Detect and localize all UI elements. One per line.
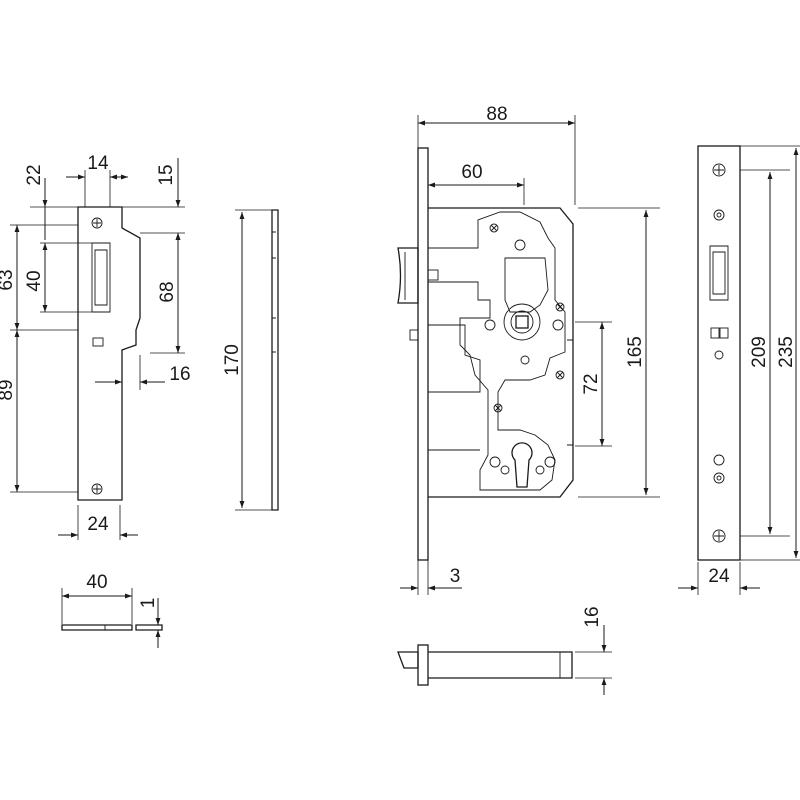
cylinder-profile-icon <box>511 442 533 488</box>
screw-hole-icon <box>91 483 103 495</box>
strike-side-view: 170 <box>222 209 279 511</box>
dim-14: 14 <box>87 153 109 174</box>
strike-bolt-slot <box>92 337 104 347</box>
dim-170: 170 <box>222 344 243 376</box>
lock-case-view <box>397 147 574 561</box>
dim-40-plate: 40 <box>86 572 107 593</box>
screw-icon <box>555 370 565 380</box>
dim-24-faceplate: 24 <box>708 566 730 587</box>
dim-165: 165 <box>625 336 646 368</box>
screw-icon <box>493 403 503 413</box>
screw-icon <box>489 223 499 233</box>
dim-88: 88 <box>486 104 507 125</box>
strike-plate-outline <box>77 206 141 501</box>
lock-case-dimensions: 88 60 165 72 3 <box>400 104 660 595</box>
strike-dimensions: 14 22 15 40 63 68 89 16 <box>0 153 191 540</box>
dim-63: 63 <box>0 269 17 290</box>
dim-22: 22 <box>24 164 45 185</box>
faceplate-outline <box>697 145 741 561</box>
strike-latch-opening <box>91 242 111 313</box>
flat-plate-view: 40 1 <box>61 572 163 648</box>
dim-40: 40 <box>24 270 45 291</box>
screw-icon <box>555 302 565 312</box>
dim-60: 60 <box>461 162 482 183</box>
fixing-hole-icon <box>713 209 725 221</box>
bolt-slot <box>710 327 720 339</box>
dim-209: 209 <box>749 336 770 368</box>
dim-1: 1 <box>138 598 159 609</box>
follower-hub-icon <box>503 303 541 341</box>
strike-plate-front <box>77 206 141 501</box>
dim-3: 3 <box>450 566 461 587</box>
dim-68: 68 <box>157 281 178 302</box>
latch-opening <box>709 245 729 301</box>
screw-hole-icon <box>712 529 726 543</box>
lock-case-outline <box>428 207 574 498</box>
dim-16-strike: 16 <box>169 364 190 385</box>
dim-16-latch: 16 <box>582 606 603 627</box>
faceplate-front <box>697 145 741 561</box>
screw-hole-icon <box>712 163 726 177</box>
dim-235: 235 <box>776 336 797 368</box>
dim-89: 89 <box>0 379 17 400</box>
fixing-hole-icon <box>714 350 724 360</box>
latch-bolt <box>397 247 419 304</box>
faceplate-dimensions: 209 235 24 <box>678 145 800 595</box>
fixing-hole-icon <box>713 454 725 466</box>
dim-24-strike: 24 <box>87 514 109 535</box>
faceplate-side <box>417 147 429 561</box>
screw-hole-icon <box>91 217 103 229</box>
dim-15: 15 <box>156 164 177 185</box>
lock-mechanism <box>428 211 566 491</box>
dim-72: 72 <box>581 373 602 394</box>
latch-top-view: 16 <box>397 606 612 695</box>
